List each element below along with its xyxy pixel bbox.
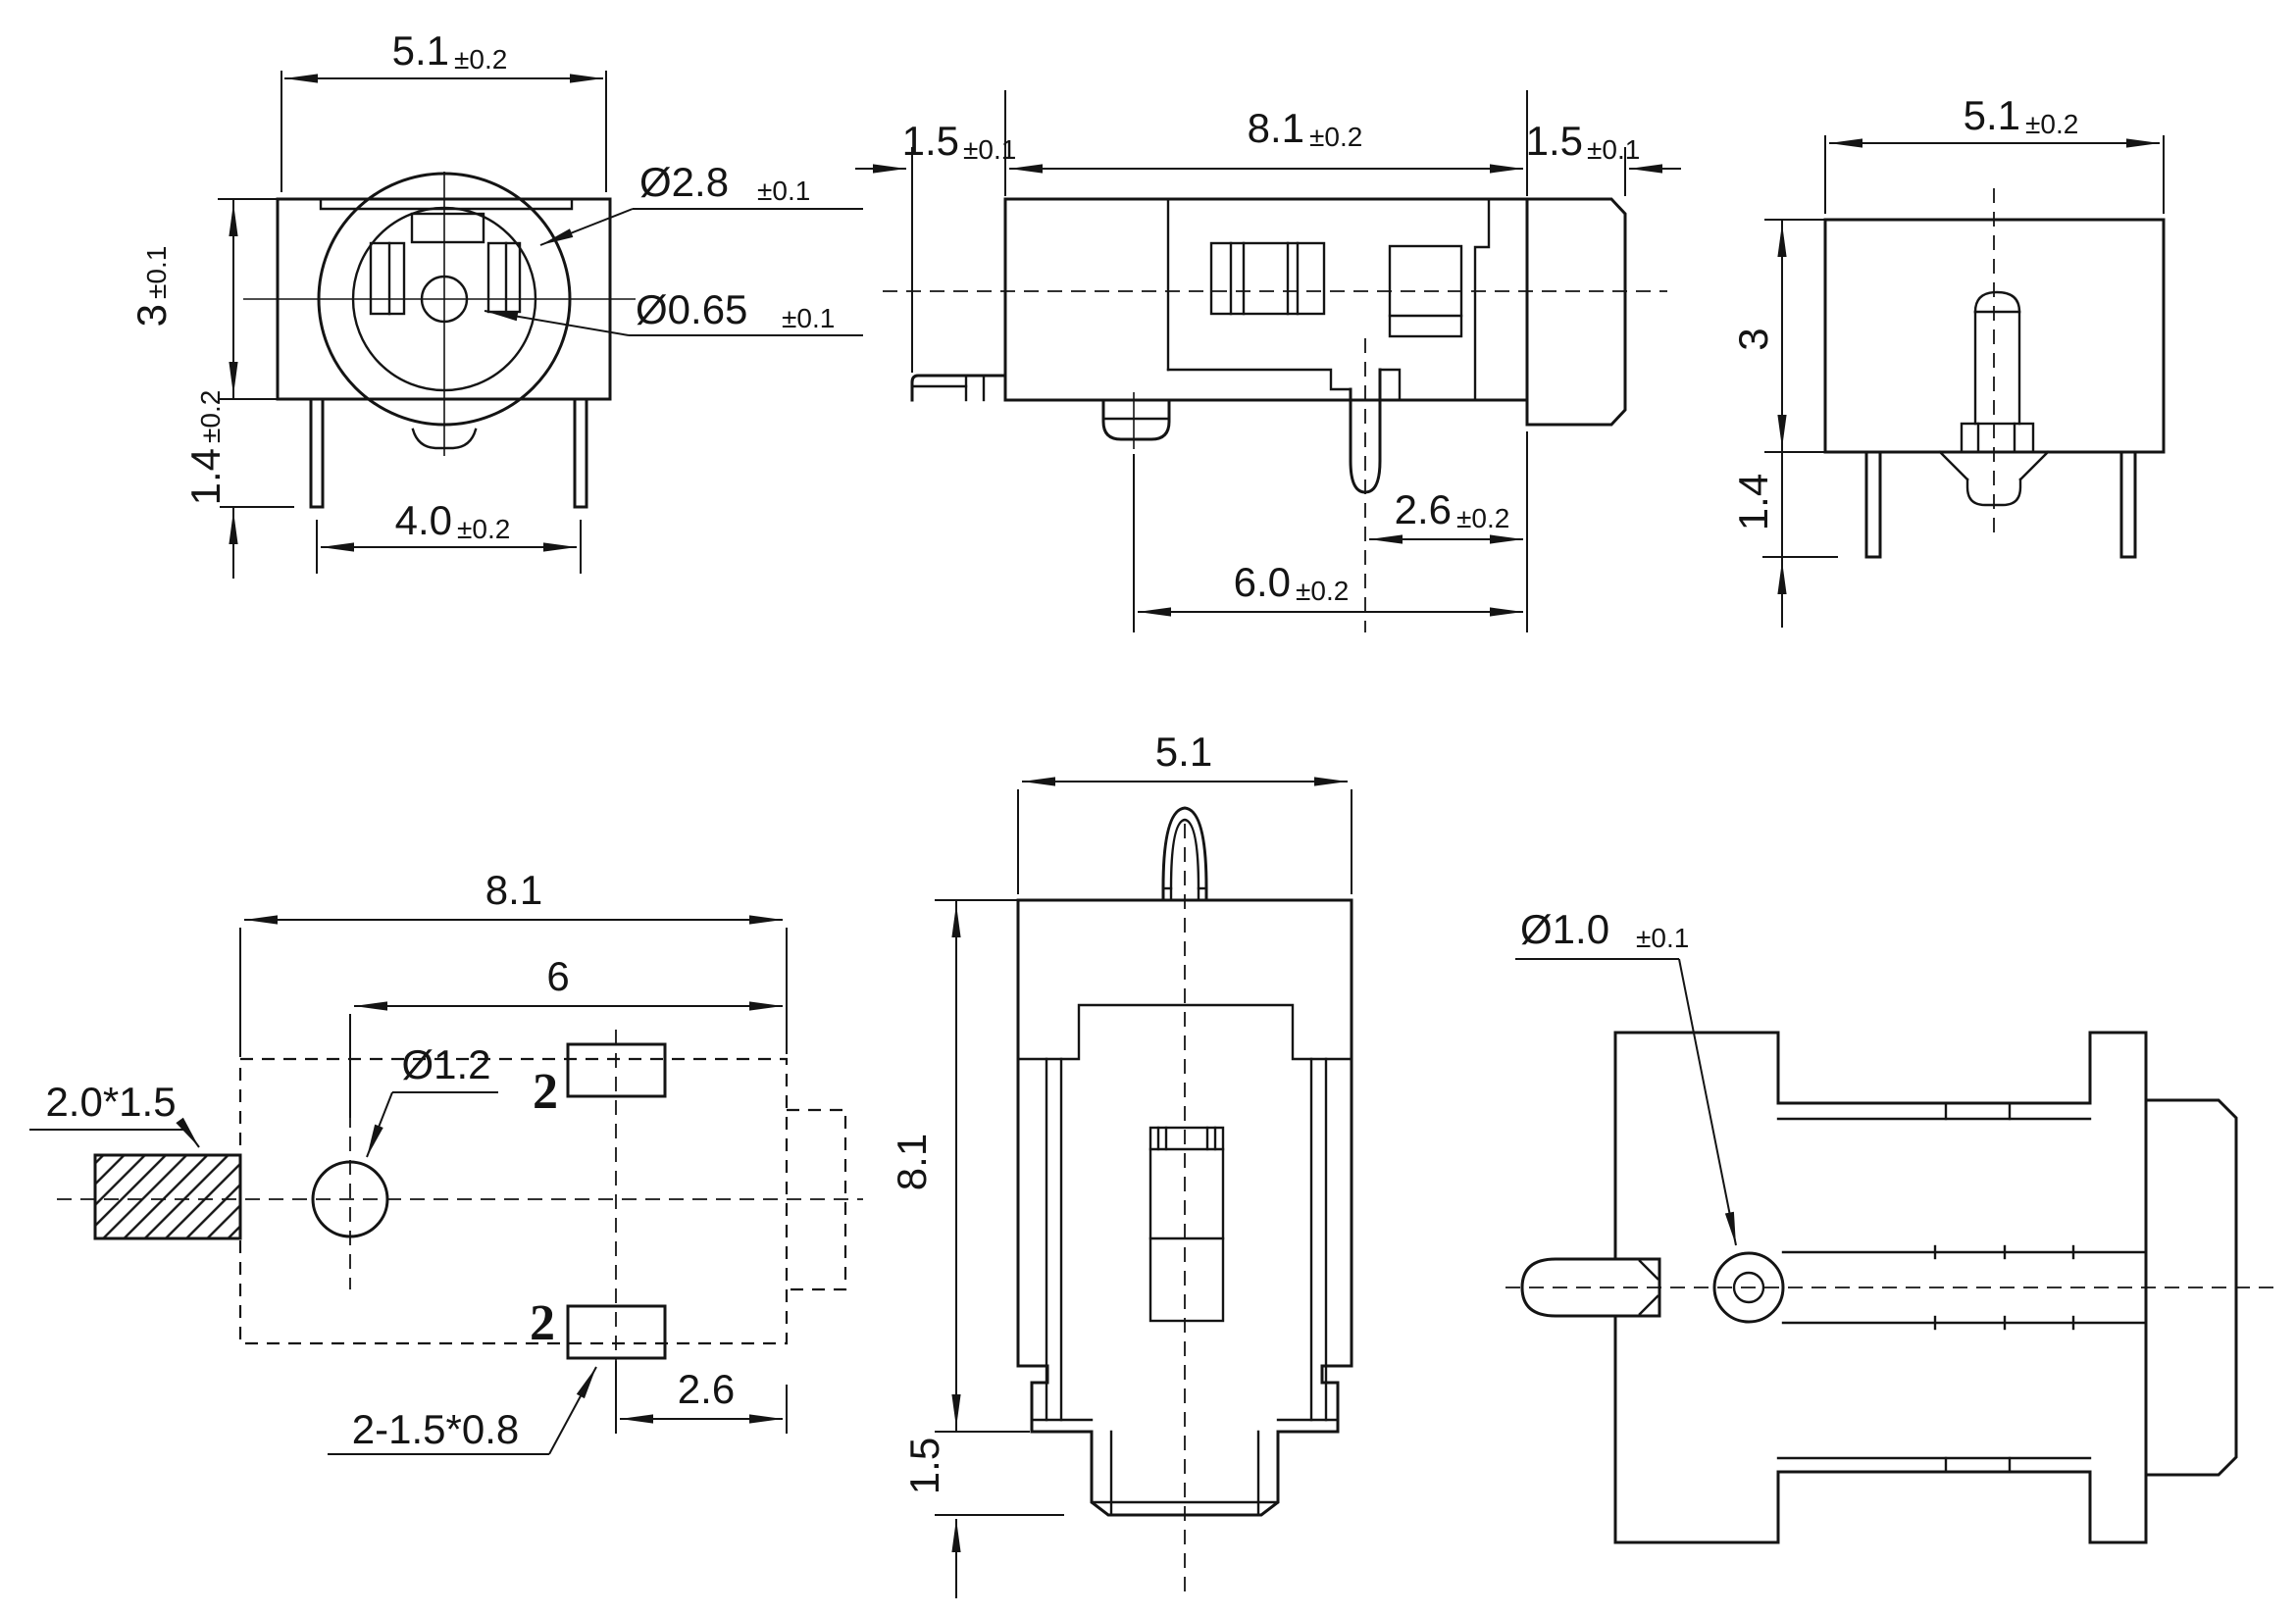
dim-front-pinspan-tol: ±0.2	[457, 514, 510, 544]
bottom-pin-hole-inner	[1732, 1271, 1765, 1304]
front-key-slot	[410, 212, 485, 244]
label-front-barrel-tol: ±0.1	[757, 176, 810, 206]
dim-front-width-tol: ±0.2	[454, 44, 507, 75]
dim-side-tabright-value: 1.5	[1526, 118, 1583, 164]
bottom-end-cap	[2144, 1098, 2238, 1477]
label-bottom-pindia-value: Ø1.0	[1520, 906, 1609, 952]
pcb-footprint-view: 8.1 6 Ø1.2 2.0*1.5 2 2 2-1.5*0.8 2.6	[29, 867, 863, 1455]
dim-side-tableft-tol: ±0.1	[963, 134, 1016, 165]
pcb-pad-bottom	[566, 1304, 667, 1360]
dim-side-tabright-tol: ±0.1	[1587, 134, 1640, 165]
dim-front-pinspan-value: 4.0	[395, 497, 452, 543]
bottom-view: Ø1.0 ±0.1	[1505, 906, 2275, 1544]
label-pcb-slotspec: 2-1.5*0.8	[352, 1406, 519, 1452]
dim-pcb-length: 8.1	[485, 867, 542, 913]
top-spring-pin	[1161, 806, 1208, 902]
rear-pin-base	[1960, 422, 2035, 454]
dim-side-pinoffset-tol: ±0.2	[1456, 503, 1509, 533]
label-pcb-holedia: Ø1.2	[401, 1041, 490, 1087]
dim-rear-leg-value: 1.4	[1730, 474, 1776, 530]
side-contact-box	[1209, 241, 1326, 316]
top-contact-box	[1148, 1126, 1225, 1323]
pcb-side-pad	[93, 1153, 242, 1240]
dim-side-tableft-value: 1.5	[902, 118, 959, 164]
dim-front-leg: 1.4 ±0.2	[182, 390, 229, 506]
dim-front-height: 3 ±0.1	[128, 246, 175, 328]
dim-side-pinspan-tol: ±0.2	[1296, 576, 1349, 606]
dim-top-length-value: 8.1	[889, 1134, 935, 1190]
rear-right-leg	[2119, 450, 2137, 559]
pcb-stub-outline	[787, 1108, 847, 1291]
dim-side-length-tol: ±0.2	[1309, 122, 1362, 152]
label-pcb-sidepad: 2.0*1.5	[45, 1079, 176, 1125]
dim-top-width: 5.1	[1155, 729, 1212, 775]
dim-rear-width-value: 5.1	[1964, 92, 2020, 138]
front-left-leg	[309, 397, 325, 509]
top-view: 5.1 8.1 1.5	[889, 729, 1353, 1600]
bottom-flange	[2088, 1031, 2148, 1544]
dim-pcb-holeoffset: 6	[546, 953, 569, 999]
dim-side-pinoffset-value: 2.6	[1395, 486, 1452, 532]
rear-pin-dome	[1973, 290, 2021, 314]
front-right-contact	[486, 241, 522, 314]
dim-pcb-padoffset: 2.6	[678, 1366, 735, 1412]
dim-front-width-value: 5.1	[392, 27, 449, 74]
dim-top-length: 8.1	[889, 1134, 935, 1190]
label-front-pinhole-value: Ø0.65	[636, 286, 747, 332]
dim-side-length-value: 8.1	[1248, 105, 1304, 151]
label-pcb-padbottom-count: 2	[530, 1295, 555, 1351]
label-front-barrel-value: Ø2.8	[639, 159, 729, 205]
rear-left-leg	[1864, 450, 1882, 559]
dim-rear-leg: 1.4	[1730, 474, 1776, 530]
dim-rear-height-value: 3	[1730, 328, 1776, 350]
side-tab	[910, 374, 1007, 402]
dim-top-tip-value: 1.5	[901, 1438, 947, 1494]
label-pcb-padtop-count: 2	[533, 1064, 558, 1120]
label-front-pinhole-tol: ±0.1	[782, 303, 835, 333]
side-end-cap	[1525, 197, 1627, 427]
rear-pin-flare	[1938, 450, 2050, 481]
front-right-leg	[573, 397, 588, 509]
pcb-body-outline	[238, 1057, 789, 1345]
dim-front-height-tol: ±0.1	[141, 246, 172, 299]
dim-front-height-value: 3	[128, 304, 175, 327]
label-bottom-pindia-tol: ±0.1	[1636, 923, 1689, 953]
rear-view: 5.1 ±0.2 3 1.4	[1730, 92, 2166, 628]
side-front-pin	[1101, 398, 1171, 441]
dim-rear-width-tol: ±0.2	[2025, 109, 2078, 139]
front-left-contact	[369, 241, 406, 316]
front-view: 5.1 ±0.2 3 ±0.1 1.4 ±0.2 4.0 ±0.2 Ø2.8 ±…	[128, 27, 863, 579]
dim-rear-height: 3	[1730, 328, 1776, 350]
dim-front-leg-tol: ±0.2	[195, 390, 226, 443]
side-view: 1.5 ±0.1 8.1 ±0.2 1.5 ±0.1 2.6 ±0.2 6.0 …	[855, 90, 1681, 632]
dim-top-tip: 1.5	[901, 1438, 947, 1494]
dim-side-pinspan-value: 6.0	[1234, 559, 1291, 605]
dim-front-leg-value: 1.4	[182, 448, 229, 505]
